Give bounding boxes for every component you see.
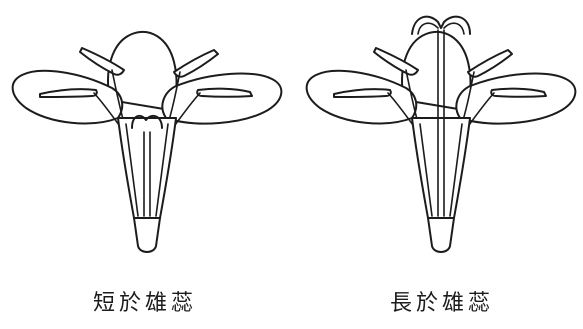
right-petal [162,74,281,124]
calyx [134,218,160,252]
caption-style-longer: 長於雄蕊 [352,285,532,317]
right-anther-lower [197,89,252,97]
right-anther-lower [491,89,546,97]
right-petal [456,74,575,124]
flower-short-style [13,32,282,252]
calyx [428,218,454,252]
caption-style-shorter: 短於雄蕊 [55,285,235,317]
flower-long-style [307,17,576,252]
